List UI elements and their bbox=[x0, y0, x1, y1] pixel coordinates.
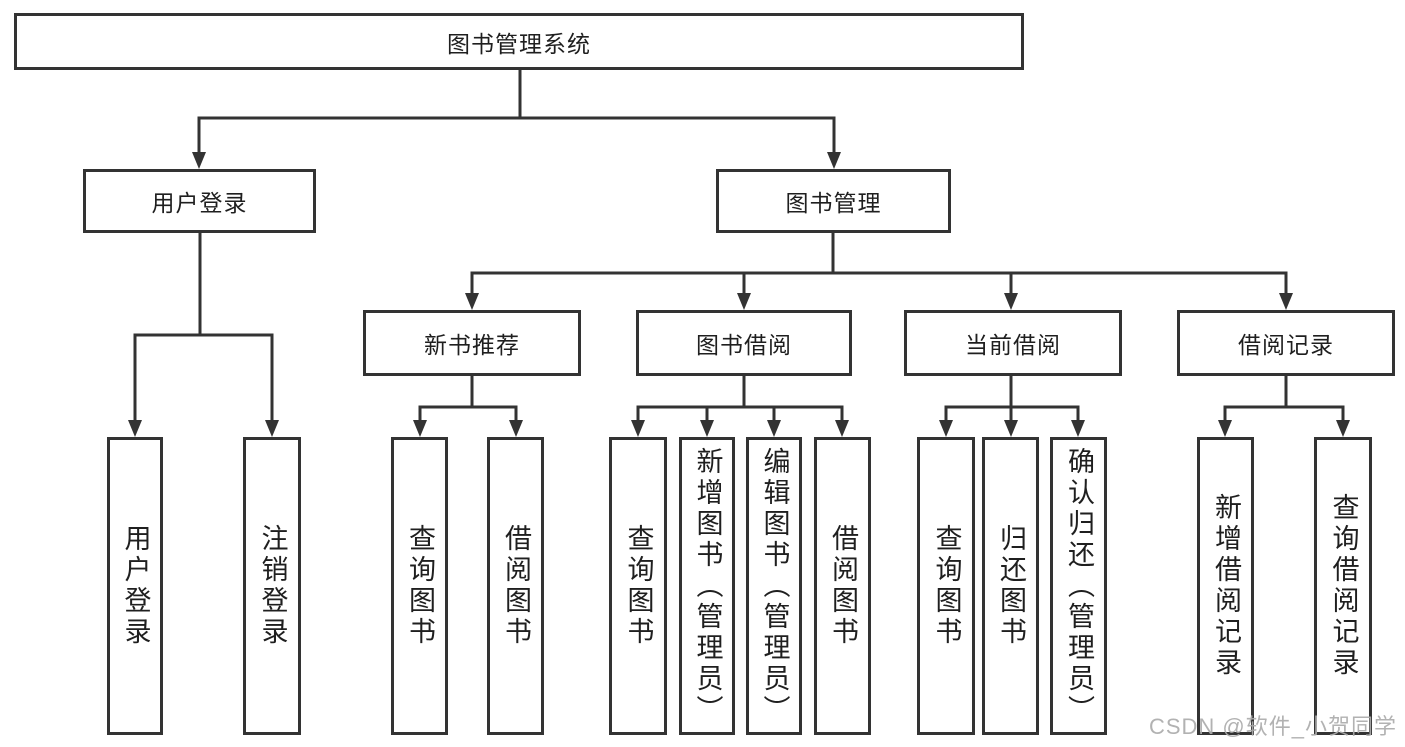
node-leaf-user-login: 用户登录 bbox=[107, 437, 163, 735]
node-leaf-borrow-books-2-label: 借阅图书 bbox=[828, 524, 858, 648]
node-borrow-records-label: 借阅记录 bbox=[1238, 332, 1334, 358]
node-leaf-query-books-3: 查询图书 bbox=[917, 437, 975, 735]
node-leaf-query-borrow-record-label: 查询借阅记录 bbox=[1328, 493, 1359, 679]
node-user-login-label: 用户登录 bbox=[151, 190, 248, 216]
node-leaf-borrow-books-2: 借阅图书 bbox=[814, 437, 871, 735]
node-leaf-query-books-3-label: 查询图书 bbox=[931, 524, 962, 648]
node-current-borrow-label: 当前借阅 bbox=[965, 332, 1061, 358]
node-book-mgmt: 图书管理 bbox=[716, 169, 951, 233]
edges-book-borrow bbox=[631, 374, 849, 437]
node-leaf-edit-book-admin: 编辑图书（管理员） bbox=[746, 437, 802, 735]
node-new-book-rec-label: 新书推荐 bbox=[424, 332, 520, 358]
node-leaf-logout-label: 注销登录 bbox=[257, 524, 288, 648]
node-current-borrow: 当前借阅 bbox=[904, 310, 1122, 376]
node-new-book-rec: 新书推荐 bbox=[363, 310, 581, 376]
edges-current-borrow bbox=[939, 374, 1085, 437]
node-leaf-query-books-2: 查询图书 bbox=[609, 437, 667, 735]
node-leaf-return-books-label: 归还图书 bbox=[996, 524, 1026, 648]
node-leaf-query-books-2-label: 查询图书 bbox=[623, 524, 654, 648]
node-book-borrow: 图书借阅 bbox=[636, 310, 852, 376]
node-leaf-query-borrow-record: 查询借阅记录 bbox=[1314, 437, 1372, 735]
node-leaf-borrow-books-1: 借阅图书 bbox=[487, 437, 544, 735]
edges-new-book-rec bbox=[413, 374, 523, 437]
node-root-label: 图书管理系统 bbox=[447, 30, 591, 57]
node-book-mgmt-label: 图书管理 bbox=[785, 190, 882, 216]
node-leaf-query-books-1: 查询图书 bbox=[391, 437, 448, 735]
node-leaf-confirm-return-admin-label: 确认归还（管理员） bbox=[1064, 446, 1094, 726]
node-leaf-logout: 注销登录 bbox=[243, 437, 301, 735]
node-leaf-borrow-books-1-label: 借阅图书 bbox=[501, 524, 531, 648]
node-leaf-add-borrow-record-label: 新增借阅记录 bbox=[1211, 493, 1241, 679]
edges-user-login bbox=[128, 231, 279, 437]
edges-root bbox=[192, 68, 841, 169]
node-user-login: 用户登录 bbox=[83, 169, 316, 233]
node-leaf-user-login-label: 用户登录 bbox=[120, 524, 151, 648]
node-borrow-records: 借阅记录 bbox=[1177, 310, 1395, 376]
node-leaf-confirm-return-admin: 确认归还（管理员） bbox=[1050, 437, 1107, 735]
watermark: CSDN @软件_小贺同学 bbox=[1148, 714, 1397, 739]
node-leaf-query-books-1-label: 查询图书 bbox=[405, 524, 435, 648]
node-leaf-add-book-admin-label: 新增图书（管理员） bbox=[692, 446, 723, 726]
edges-borrow-records bbox=[1218, 374, 1350, 437]
node-leaf-return-books: 归还图书 bbox=[982, 437, 1039, 735]
node-root: 图书管理系统 bbox=[14, 13, 1024, 70]
node-book-borrow-label: 图书借阅 bbox=[696, 332, 792, 358]
edges-book-mgmt bbox=[465, 231, 1293, 310]
node-leaf-edit-book-admin-label: 编辑图书（管理员） bbox=[759, 446, 790, 726]
node-leaf-add-borrow-record: 新增借阅记录 bbox=[1197, 437, 1254, 735]
node-leaf-add-book-admin: 新增图书（管理员） bbox=[679, 437, 735, 735]
